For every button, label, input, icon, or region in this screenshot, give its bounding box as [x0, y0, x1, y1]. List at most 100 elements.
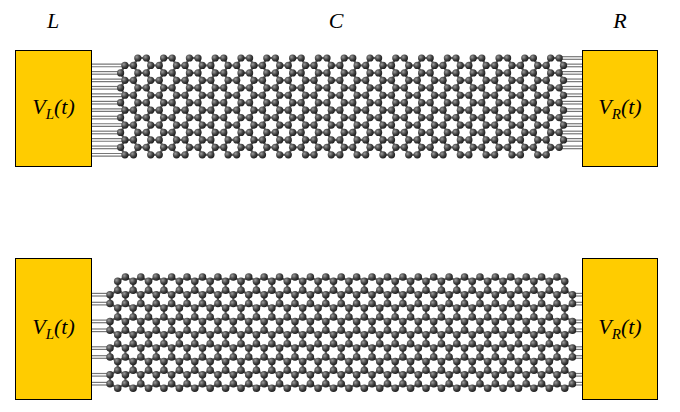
carbon-atom — [237, 99, 244, 106]
carbon-atom — [323, 69, 330, 76]
carbon-atom — [336, 77, 343, 84]
carbon-atom — [418, 84, 425, 91]
contact-line — [92, 111, 125, 112]
carbon-atom — [405, 92, 412, 99]
carbon-atom — [207, 107, 214, 114]
carbon-atom — [388, 121, 395, 128]
carbon-atom — [143, 114, 150, 121]
carbon-atom — [130, 107, 137, 114]
carbon-atom — [237, 114, 244, 121]
carbon-atom — [517, 136, 524, 143]
carbon-atom — [272, 129, 279, 136]
carbon-atom — [147, 62, 154, 69]
carbon-atom — [375, 69, 382, 76]
carbon-atom — [250, 121, 257, 128]
carbon-atom — [276, 107, 283, 114]
carbon-atom — [143, 144, 150, 151]
carbon-atom — [233, 136, 240, 143]
carbon-atom — [121, 92, 128, 99]
carbon-atom — [482, 107, 489, 114]
carbon-atom — [302, 62, 309, 69]
carbon-atom — [375, 129, 382, 136]
carbon-atom — [207, 136, 214, 143]
carbon-atom — [233, 77, 240, 84]
carbon-atom — [491, 107, 498, 114]
carbon-atom — [121, 107, 128, 114]
carbon-atom — [341, 99, 348, 106]
carbon-atom — [431, 107, 438, 114]
carbon-atom — [418, 54, 425, 61]
carbon-atom — [259, 107, 266, 114]
carbon-atom — [349, 69, 356, 76]
carbon-atom — [366, 144, 373, 151]
carbon-atom — [121, 151, 128, 158]
carbon-atom — [470, 54, 477, 61]
carbon-atom — [427, 69, 434, 76]
carbon-atom — [418, 114, 425, 121]
carbon-atom — [366, 84, 373, 91]
carbon-atom — [418, 144, 425, 151]
carbon-atom — [427, 84, 434, 91]
carbon-atom — [336, 151, 343, 158]
carbon-atom — [302, 121, 309, 128]
carbon-atom — [224, 107, 231, 114]
carbon-atom — [315, 99, 322, 106]
carbon-atom — [173, 77, 180, 84]
carbon-atom — [323, 144, 330, 151]
carbon-atom — [134, 129, 141, 136]
carbon-atom — [233, 62, 240, 69]
carbon-atom — [263, 69, 270, 76]
carbon-atom — [508, 121, 515, 128]
carbon-atom — [237, 69, 244, 76]
carbon-atom — [237, 84, 244, 91]
carbon-atom — [439, 107, 446, 114]
carbon-atom — [199, 62, 206, 69]
carbon-atom — [366, 69, 373, 76]
carbon-atom — [224, 151, 231, 158]
carbon-atom — [272, 114, 279, 121]
carbon-atom — [186, 69, 193, 76]
carbon-atom — [482, 62, 489, 69]
carbon-atom — [212, 144, 219, 151]
carbon-atom — [181, 62, 188, 69]
carbon-atom — [405, 121, 412, 128]
carbon-atom — [224, 62, 231, 69]
carbon-atom — [328, 151, 335, 158]
carbon-atom — [405, 62, 412, 69]
carbon-atom — [143, 99, 150, 106]
carbon-atom — [491, 151, 498, 158]
carbon-atom — [414, 151, 421, 158]
contact-line — [92, 78, 125, 79]
carbon-atom — [353, 62, 360, 69]
carbon-atom — [418, 129, 425, 136]
carbon-atom — [353, 107, 360, 114]
carbon-atom — [431, 151, 438, 158]
carbon-atom — [207, 77, 214, 84]
contact-line — [92, 66, 125, 67]
carbon-atom — [181, 136, 188, 143]
carbon-atom — [289, 99, 296, 106]
carbon-atom — [323, 114, 330, 121]
carbon-atom — [130, 62, 137, 69]
carbon-atom — [323, 129, 330, 136]
carbon-atom — [246, 54, 253, 61]
carbon-atom — [134, 69, 141, 76]
contact-line — [92, 116, 121, 117]
carbon-atom — [504, 99, 511, 106]
carbon-atom — [237, 54, 244, 61]
carbon-atom — [508, 77, 515, 84]
carbon-atom — [169, 114, 176, 121]
carbon-atom — [392, 54, 399, 61]
carbon-atom — [328, 136, 335, 143]
carbon-atom — [276, 121, 283, 128]
carbon-atom — [388, 92, 395, 99]
carbon-atom — [169, 69, 176, 76]
carbon-atom — [194, 84, 201, 91]
carbon-atom — [147, 107, 154, 114]
carbon-atom — [259, 62, 266, 69]
carbon-atom — [401, 144, 408, 151]
carbon-atom — [504, 84, 511, 91]
carbon-atom — [156, 62, 163, 69]
carbon-atom — [414, 107, 421, 114]
carbon-atom — [341, 54, 348, 61]
